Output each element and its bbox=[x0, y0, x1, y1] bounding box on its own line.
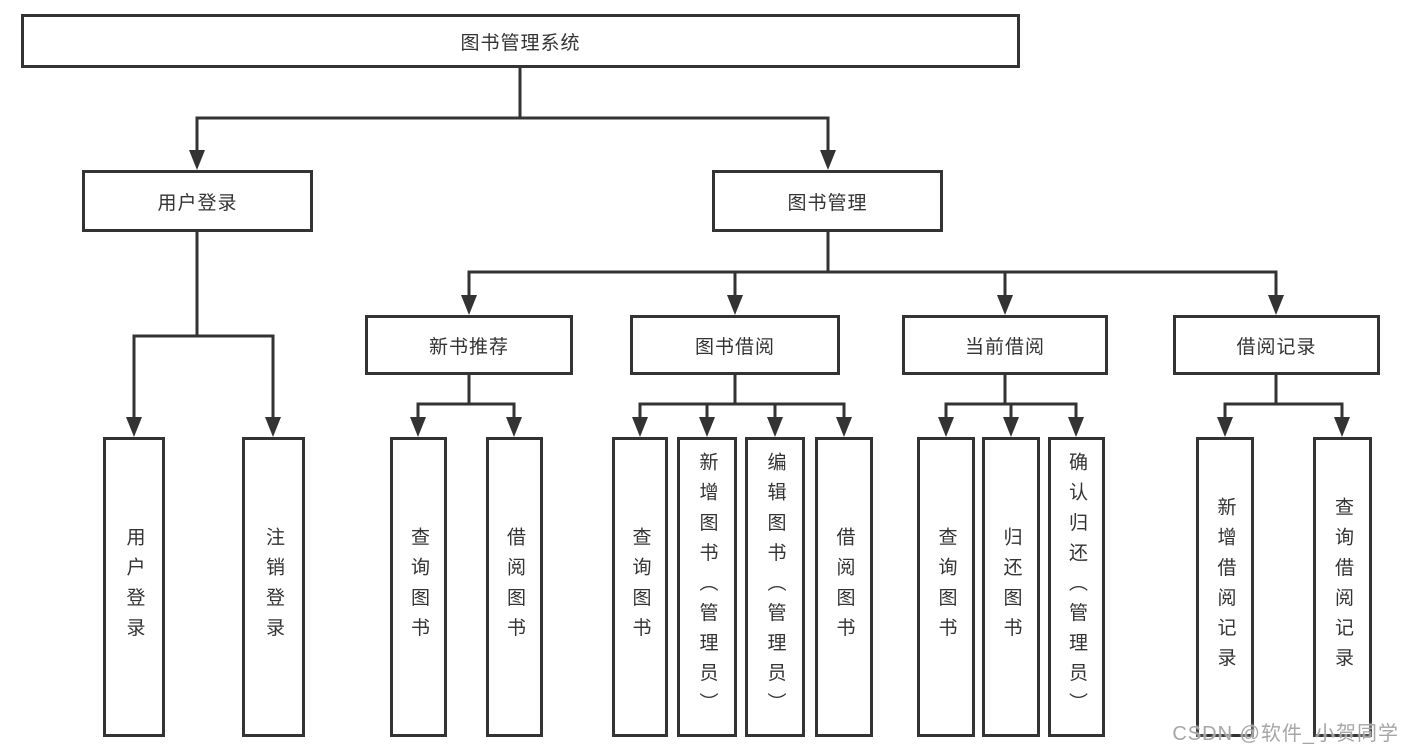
node-new-book-rec: 新书推荐 bbox=[365, 315, 573, 375]
node-user-login: 用户登录 bbox=[82, 170, 313, 232]
leaf-logout: 注销登录 bbox=[242, 437, 305, 737]
node-label: 编辑图书（管理员） bbox=[764, 451, 786, 723]
arrow-down-icons bbox=[126, 150, 1350, 437]
leaf-user-login: 用户登录 bbox=[103, 437, 165, 737]
connector-borrow-record bbox=[1223, 373, 1344, 421]
leaf-cb-confirm-return-admin: 确认归还（管理员） bbox=[1048, 437, 1105, 737]
node-book-borrow: 图书借阅 bbox=[630, 315, 840, 375]
leaf-nbr-borrow-books: 借阅图书 bbox=[486, 437, 543, 737]
leaf-nbr-query-books: 查询图书 bbox=[390, 437, 447, 737]
node-root: 图书管理系统 bbox=[21, 14, 1020, 68]
node-borrow-record: 借阅记录 bbox=[1173, 315, 1380, 375]
connector-user-login bbox=[132, 230, 275, 421]
node-label: 图书借阅 bbox=[694, 336, 775, 358]
leaf-cb-query-books: 查询图书 bbox=[917, 437, 975, 737]
node-current-borrow: 当前借阅 bbox=[902, 315, 1108, 375]
node-label: 借阅图书 bbox=[504, 526, 525, 648]
node-label: 图书管理 bbox=[787, 192, 868, 214]
node-label: 确认归还（管理员） bbox=[1066, 451, 1087, 723]
node-label: 借阅记录 bbox=[1236, 336, 1317, 358]
connector-book-borrow bbox=[638, 373, 846, 421]
node-label: 新增借阅记录 bbox=[1214, 496, 1236, 678]
leaf-cb-return-books: 归还图书 bbox=[982, 437, 1040, 737]
csdn-watermark: CSDN @软件_小贺同学 bbox=[1172, 723, 1399, 745]
node-label: 借阅图书 bbox=[833, 526, 855, 648]
node-label: 查询图书 bbox=[935, 526, 957, 648]
node-book-management: 图书管理 bbox=[712, 170, 943, 232]
node-label: 用户登录 bbox=[123, 526, 145, 648]
leaf-bb-query-books: 查询图书 bbox=[612, 437, 668, 737]
connector-book-management bbox=[467, 230, 1278, 299]
leaf-bb-add-books-admin: 新增图书（管理员） bbox=[677, 437, 737, 737]
node-label: 查询借阅记录 bbox=[1332, 496, 1353, 678]
connector-current-borrow bbox=[944, 373, 1078, 421]
leaf-br-query-record: 查询借阅记录 bbox=[1313, 437, 1372, 737]
leaf-br-add-record: 新增借阅记录 bbox=[1196, 437, 1254, 737]
node-label: 新增图书（管理员） bbox=[696, 451, 718, 723]
node-label: 查询图书 bbox=[408, 526, 429, 648]
leaf-bb-borrow-books: 借阅图书 bbox=[815, 437, 873, 737]
node-label: 新书推荐 bbox=[428, 336, 509, 358]
connector-root bbox=[195, 66, 830, 152]
node-label: 用户登录 bbox=[157, 192, 238, 214]
node-label: 查询图书 bbox=[629, 526, 651, 648]
leaf-bb-edit-books-admin: 编辑图书（管理员） bbox=[745, 437, 805, 737]
node-label: 注销登录 bbox=[263, 526, 284, 648]
node-label: 当前借阅 bbox=[964, 336, 1045, 358]
node-label: 归还图书 bbox=[1000, 526, 1022, 648]
node-label: 图书管理系统 bbox=[460, 32, 581, 54]
connector-new-book-rec bbox=[416, 373, 516, 421]
